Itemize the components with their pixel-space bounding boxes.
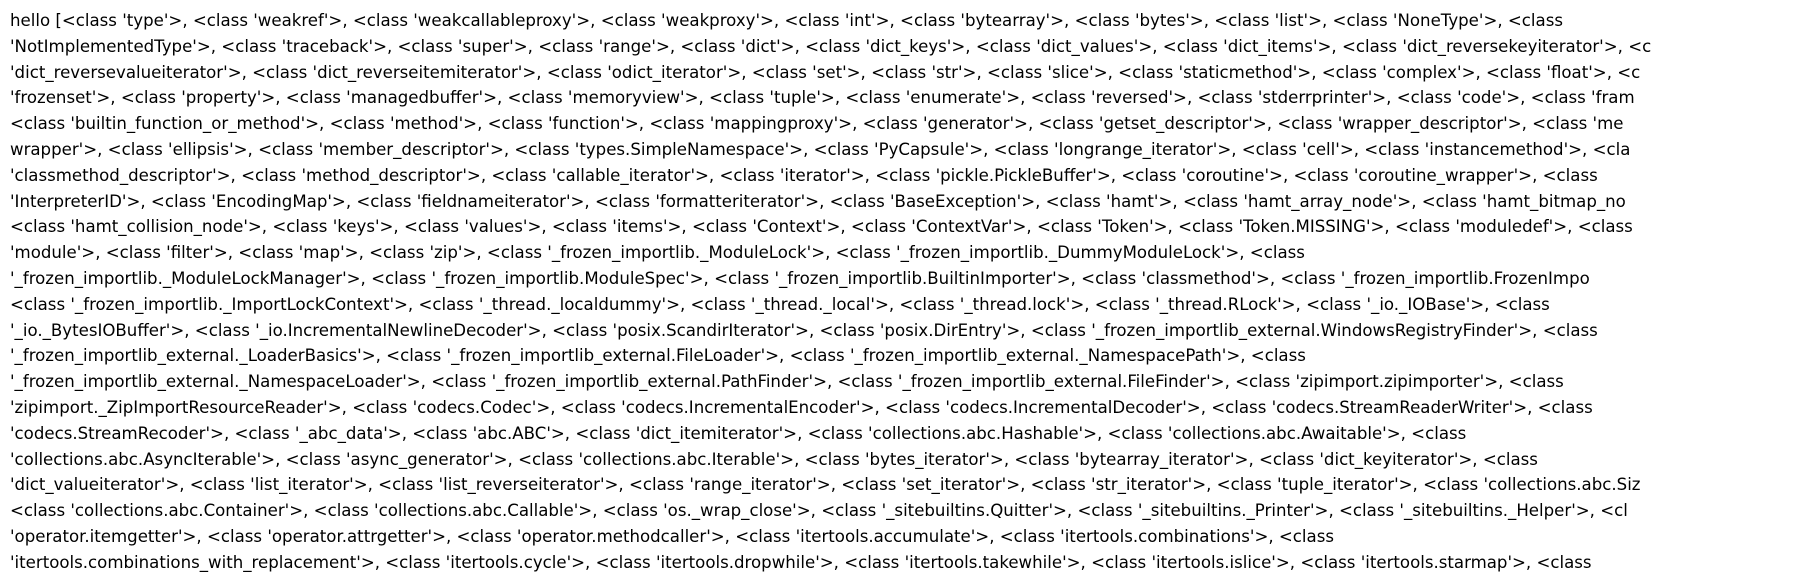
output-line-6: wrapper'>, <class 'ellipsis'>, <class 'm… — [10, 139, 1631, 159]
output-line-15: '_frozen_importlib_external._NamespaceLo… — [10, 372, 1564, 392]
output-line-16: 'zipimport._ZipImportResourceReader'>, <… — [10, 397, 1593, 417]
output-line-8: 'InterpreterID'>, <class 'EncodingMap'>,… — [10, 191, 1626, 211]
output-line-20: <class 'collections.abc.Container'>, <cl… — [10, 501, 1628, 521]
output-line-9: <class 'hamt_collision_node'>, <class 'k… — [10, 217, 1633, 237]
output-line-4: 'frozenset'>, <class 'property'>, <class… — [10, 88, 1635, 108]
output-line-7: 'classmethod_descriptor'>, <class 'metho… — [10, 165, 1598, 185]
output-line-12: <class '_frozen_importlib._ImportLockCon… — [10, 294, 1550, 314]
output-line-13: '_io._BytesIOBuffer'>, <class '_io.Incre… — [10, 320, 1598, 340]
output-line-17: 'codecs.StreamRecoder'>, <class '_abc_da… — [10, 423, 1467, 443]
output-line-22: 'itertools.combinations_with_replacement… — [10, 552, 1592, 572]
output-line-3: 'dict_reversevalueiterator'>, <class 'di… — [10, 62, 1641, 82]
output-line-19: 'dict_valueiterator'>, <class 'list_iter… — [10, 475, 1641, 495]
output-line-5: <class 'builtin_function_or_method'>, <c… — [10, 114, 1624, 134]
output-line-1: hello [<class 'type'>, <class 'weakref'>… — [10, 11, 1564, 30]
output-line-10: 'module'>, <class 'filter'>, <class 'map… — [10, 243, 1305, 263]
output-line-2: 'NotImplementedType'>, <class 'traceback… — [10, 36, 1652, 56]
output-line-11: '_frozen_importlib._ModuleLockManager'>,… — [10, 268, 1590, 288]
output-line-14: '_frozen_importlib_external._LoaderBasic… — [10, 346, 1306, 366]
output-line-18: 'collections.abc.AsyncIterable'>, <class… — [10, 449, 1538, 469]
text-output: hello [<class 'type'>, <class 'weakref'>… — [10, 8, 1805, 587]
output-line-21: 'operator.itemgetter'>, <class 'operator… — [10, 526, 1334, 546]
